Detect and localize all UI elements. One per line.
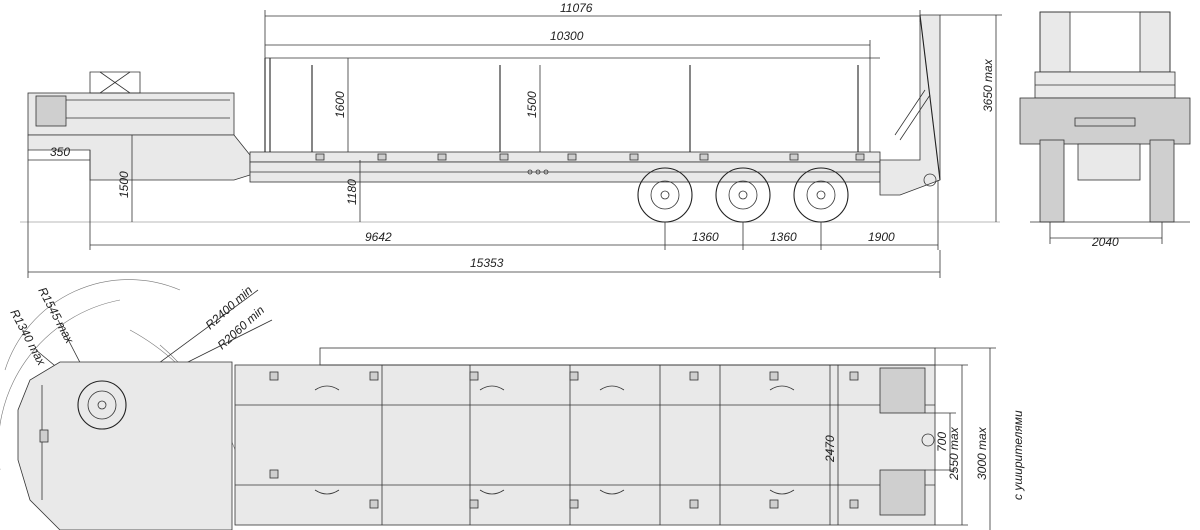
- dim-kingpin-to-axle: 9642: [365, 230, 392, 244]
- dim-stake-mid: 1500: [525, 91, 539, 118]
- side-view: 11076 10300 1600 1500 3650 max 350 1500 …: [20, 1, 1002, 278]
- dim-total-length: 15353: [470, 256, 504, 270]
- dim-deck-height: 1180: [345, 179, 359, 205]
- dim-width-ext: 3000 max: [975, 426, 989, 480]
- gooseneck: [27, 71, 251, 182]
- deck-frame: [249, 57, 881, 183]
- rear-ramp: [879, 14, 941, 196]
- dim-deck-length: 10300: [550, 29, 584, 43]
- swing-arc-1: [4, 279, 181, 371]
- axle-wheels: [637, 167, 849, 223]
- dim-gooseneck-height: 1500: [117, 171, 131, 198]
- dim-track-width: 2040: [1091, 235, 1119, 249]
- dim-inner-width: 2470: [823, 435, 837, 463]
- dim-width: 2550 max: [947, 426, 961, 481]
- rear-ramp-right: [879, 469, 926, 516]
- dim-radius-2: R1340 max: [7, 307, 49, 369]
- swing-arc-2: [0, 299, 121, 470]
- dim-gooseneck-offset: 350: [50, 145, 70, 159]
- dim-stake-front: 1600: [333, 91, 347, 118]
- dim-rear-overhang: 1900: [868, 230, 895, 244]
- dim-axle-spacing-2: 1360: [770, 230, 797, 244]
- main-deck-plan: [234, 364, 936, 526]
- deck-fittings: [269, 371, 859, 509]
- rear-ramp-left: [879, 367, 926, 414]
- side-dimensions: 11076 10300 1600 1500 3650 max 350 1500 …: [27, 1, 1002, 278]
- dim-radius-1: R1545 max: [35, 285, 77, 347]
- dim-overall-top: 11076: [560, 1, 593, 15]
- dim-ramp-gap: 700: [935, 432, 949, 452]
- dim-total-height: 3650 max: [981, 58, 995, 112]
- dim-axle-spacing-1: 1360: [692, 230, 719, 244]
- top-view: 2470 700 2550 max 3000 max с уширителями…: [0, 279, 1025, 530]
- dim-width-ext-note: с уширителями: [1011, 410, 1025, 500]
- rear-view: 2040: [1019, 11, 1191, 249]
- kingpin-plate: [77, 380, 127, 430]
